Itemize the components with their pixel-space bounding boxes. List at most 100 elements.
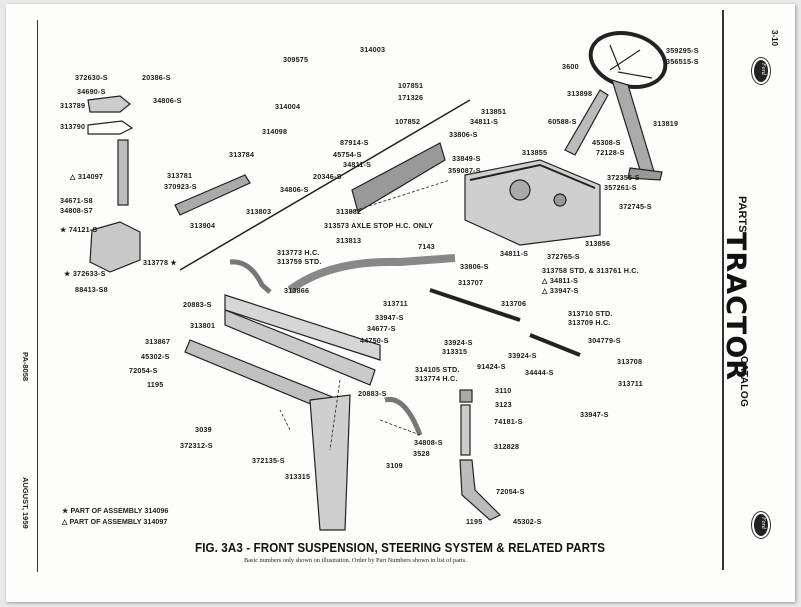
- callout: 372745-S: [619, 202, 652, 211]
- legend-text: PART OF ASSEMBLY 314096: [70, 506, 169, 515]
- callout: 313866: [284, 286, 310, 295]
- sector-shaft: [117, 139, 129, 206]
- callout: 372355-S: [607, 173, 640, 182]
- callout: 313855: [522, 148, 548, 157]
- worm-shaft: [174, 174, 251, 216]
- callout: 313790: [60, 122, 86, 131]
- axle-stop-plate: [351, 142, 446, 213]
- callout: 313758 STD. & 313761 H.C.: [542, 266, 639, 275]
- callout: 1195: [466, 517, 483, 526]
- callout: 313819: [653, 119, 679, 128]
- callout: 313803: [246, 207, 272, 216]
- callout: 20883-S: [183, 300, 212, 309]
- callout: △ 33947-S: [542, 286, 579, 295]
- callout: 3528: [413, 449, 430, 458]
- figure-subcaption: Basic numbers only shown on illustration…: [244, 557, 467, 564]
- callout: 313856: [585, 239, 611, 248]
- callout: 171326: [398, 93, 424, 102]
- callout: 313709 H.C.: [568, 318, 611, 327]
- tie-rod-left: [429, 288, 521, 322]
- column-support: [611, 79, 656, 176]
- callout: 372135-S: [252, 456, 285, 465]
- callout: 313759 STD.: [277, 257, 322, 266]
- callout: 313801: [190, 321, 216, 330]
- callout: 45754-S: [333, 150, 362, 159]
- axle-beam-outer: [224, 294, 381, 361]
- callout: 309575: [283, 55, 309, 64]
- callout: 45308-S: [592, 138, 621, 147]
- callout: 313711: [618, 379, 643, 388]
- callout: 313774 H.C.: [415, 374, 458, 383]
- tie-rod-right: [529, 333, 581, 357]
- callout: 3110: [495, 386, 512, 395]
- callout: 313867: [145, 337, 171, 346]
- callout: 34811-S: [343, 160, 372, 169]
- steering-column: [564, 89, 609, 156]
- callout: 314098: [262, 127, 288, 136]
- callout: 88413-S8: [75, 285, 108, 294]
- callout: 313813: [336, 236, 362, 245]
- callout: 34811-S: [470, 117, 499, 126]
- callout: 314004: [275, 102, 301, 111]
- callout: 313773 H.C.: [277, 248, 320, 257]
- callout: 372765-S: [547, 252, 580, 261]
- callout: 20883-S: [358, 389, 387, 398]
- callout: 33924-S: [508, 351, 537, 360]
- callout: 313851: [481, 107, 507, 116]
- callout: 33806-S: [449, 130, 478, 139]
- callout: 34444-S: [525, 368, 554, 377]
- callout: 359087-S: [448, 166, 481, 175]
- callout: 60588-S: [548, 117, 577, 126]
- callout: 313789: [60, 101, 86, 110]
- callout: 45302-S: [141, 352, 170, 361]
- callout: 87914-S: [340, 138, 369, 147]
- callout: 34811-S: [500, 249, 529, 258]
- callout: 107852: [395, 117, 421, 126]
- callout: 33924-S: [444, 338, 473, 347]
- right-margin-rule: [722, 10, 724, 570]
- callout: 20386-S: [142, 73, 171, 82]
- callout: 370923-S: [164, 182, 197, 191]
- callout: 313898: [567, 89, 593, 98]
- star-icon: ★: [62, 506, 69, 515]
- callout: 312828: [494, 442, 520, 451]
- callout: ★ 74121-S: [60, 225, 98, 234]
- callout: 33849-S: [452, 154, 481, 163]
- steering-gear-box: [464, 159, 601, 246]
- callout: 313711: [383, 299, 408, 308]
- axle-support-leg: [309, 394, 351, 531]
- callout: 314003: [360, 45, 386, 54]
- callout: △ 34811-S: [542, 276, 579, 285]
- callout: 313707: [458, 278, 484, 287]
- callout: 314105 STD.: [415, 365, 460, 374]
- drag-link: [287, 254, 456, 294]
- legend-text: PART OF ASSEMBLY 314097: [69, 517, 168, 526]
- legend-item-assembly-314097: △ PART OF ASSEMBLY 314097: [62, 517, 167, 526]
- callout: △ 314097: [70, 172, 104, 181]
- callout: 313882: [336, 207, 362, 216]
- callout: 20346-S: [313, 172, 342, 181]
- radius-rod-arm: [229, 259, 272, 294]
- callout: 33947-S: [375, 313, 404, 322]
- triangle-icon: △: [62, 517, 68, 526]
- legend-item-assembly-314096: ★ PART OF ASSEMBLY 314096: [62, 506, 168, 515]
- figure-caption: FIG. 3A3 - FRONT SUSPENSION, STEERING SY…: [195, 541, 606, 555]
- left-margin-rule: [37, 20, 38, 572]
- callout: 356515-S: [666, 57, 699, 66]
- callout: 34690-S: [77, 87, 106, 96]
- callout: 313708: [617, 357, 643, 366]
- callout: 372312-S: [180, 441, 213, 450]
- callout: 34806-S: [280, 185, 309, 194]
- axle-beam-center: [224, 309, 376, 386]
- callout: 313573 AXLE STOP H.C. ONLY: [324, 221, 434, 230]
- callout: 313706: [501, 299, 527, 308]
- callout: 91424-S: [477, 362, 506, 371]
- spindle-shaft: [460, 404, 471, 456]
- callout: 313315: [442, 347, 468, 356]
- callout: 34808-S: [414, 438, 443, 447]
- callout: 34677-S: [367, 324, 396, 333]
- callout: 3600: [562, 62, 579, 71]
- callout: 304779-S: [588, 336, 621, 345]
- callout: 34808-S7: [60, 206, 93, 215]
